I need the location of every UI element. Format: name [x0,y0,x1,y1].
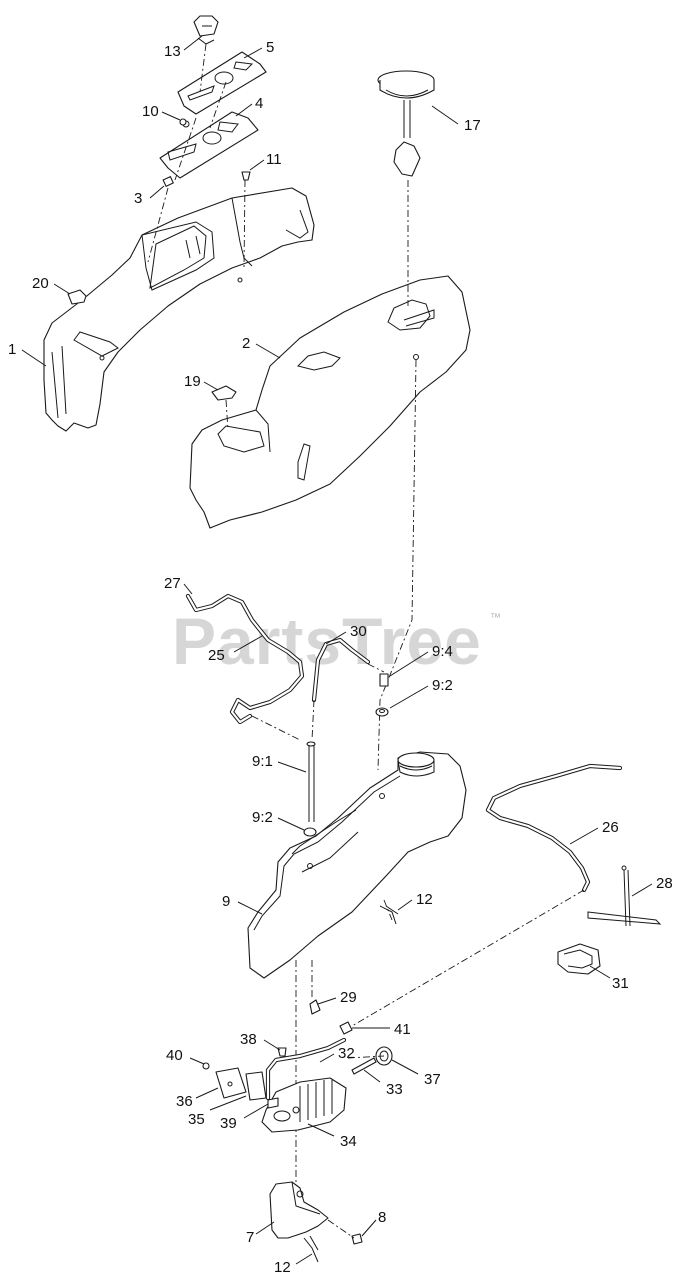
part-40-screw[interactable] [202,1062,210,1070]
part-31-clamp[interactable] [557,943,601,975]
callout-9-1[interactable]: 9:1 [252,753,273,770]
callout-9-2-upper[interactable]: 9:2 [432,677,453,694]
callout-36[interactable]: 36 [176,1093,193,1110]
callout-3[interactable]: 3 [134,190,142,207]
part-7-mounting-bracket[interactable] [269,1181,329,1239]
callout-31[interactable]: 31 [612,975,629,992]
callout-12-lower[interactable]: 12 [274,1259,291,1276]
part-32-fuel-filter[interactable] [265,1037,347,1101]
part-29-fitting[interactable] [309,999,321,1015]
callout-19[interactable]: 19 [184,373,201,390]
callout-labels: 13 5 10 4 3 11 20 1 2 19 17 27 25 30 9:4… [8,39,673,1276]
callout-1[interactable]: 1 [8,341,16,358]
callout-4[interactable]: 4 [255,95,263,112]
callout-17[interactable]: 17 [464,117,481,134]
callout-37[interactable]: 37 [424,1071,441,1088]
callout-30[interactable]: 30 [350,623,367,640]
part-1-console-cover[interactable] [43,187,315,432]
part-12-clip-upper[interactable] [379,905,399,925]
callout-9-2-lower[interactable]: 9:2 [252,809,273,826]
callout-26[interactable]: 26 [602,819,619,836]
part-20-plug[interactable] [67,289,87,305]
part-25-fuel-line[interactable] [185,593,305,725]
part-26-fuel-line[interactable] [485,763,623,893]
callout-33[interactable]: 33 [386,1081,403,1098]
callout-38[interactable]: 38 [240,1031,257,1048]
callout-34[interactable]: 34 [340,1133,357,1150]
callout-9[interactable]: 9 [222,893,230,910]
part-9-4-fitting[interactable] [379,673,389,687]
part-11-screw[interactable] [241,171,251,181]
part-28-cable-tie[interactable] [587,865,662,927]
callout-40[interactable]: 40 [166,1047,183,1064]
part-9-2-grommet-lower[interactable] [303,827,317,837]
part-12-clip-lower[interactable] [303,1235,319,1263]
callout-20[interactable]: 20 [32,275,49,292]
part-8-screw[interactable] [351,1233,363,1245]
callout-9-4[interactable]: 9:4 [432,643,453,660]
watermark-trademark: ™ [490,612,501,624]
callout-41[interactable]: 41 [394,1021,411,1038]
callout-32[interactable]: 32 [338,1045,355,1062]
callout-10[interactable]: 10 [142,103,159,120]
part-30-vent-line[interactable] [311,637,371,703]
part-10-screw[interactable] [179,118,187,126]
part-5-top-plate[interactable] [177,51,267,115]
part-3-fastener[interactable] [162,176,174,187]
callout-27[interactable]: 27 [164,575,181,592]
callout-25[interactable]: 25 [208,647,225,664]
callout-13[interactable]: 13 [164,43,181,60]
watermark-text: PartsTree [172,604,482,678]
part-2-fender-cover[interactable] [189,275,471,529]
part-39-fitting[interactable] [267,1097,279,1109]
part-9-1-pickup-tube[interactable] [306,741,316,822]
part-9-fuel-tank[interactable] [247,751,467,979]
callout-7[interactable]: 7 [246,1229,254,1246]
callout-2[interactable]: 2 [242,335,250,352]
callout-35[interactable]: 35 [188,1111,205,1128]
callout-29[interactable]: 29 [340,989,357,1006]
callout-12-upper[interactable]: 12 [416,891,433,908]
callout-39[interactable]: 39 [220,1115,237,1132]
part-34-filter-housing[interactable] [261,1077,347,1133]
part-41-fitting[interactable] [339,1021,353,1035]
callout-8[interactable]: 8 [378,1209,386,1226]
part-35-bracket[interactable] [245,1071,267,1101]
part-9-2-grommet-upper[interactable] [375,707,389,717]
callout-28[interactable]: 28 [656,875,673,892]
callout-5[interactable]: 5 [266,39,274,56]
callout-11[interactable]: 11 [266,151,282,168]
leader-lines [21,35,653,1265]
part-36-bracket[interactable] [215,1067,247,1099]
part-33-shaft[interactable] [351,1057,377,1075]
part-17-fuel-cap[interactable] [377,70,435,177]
part-4-plate[interactable] [159,111,259,179]
